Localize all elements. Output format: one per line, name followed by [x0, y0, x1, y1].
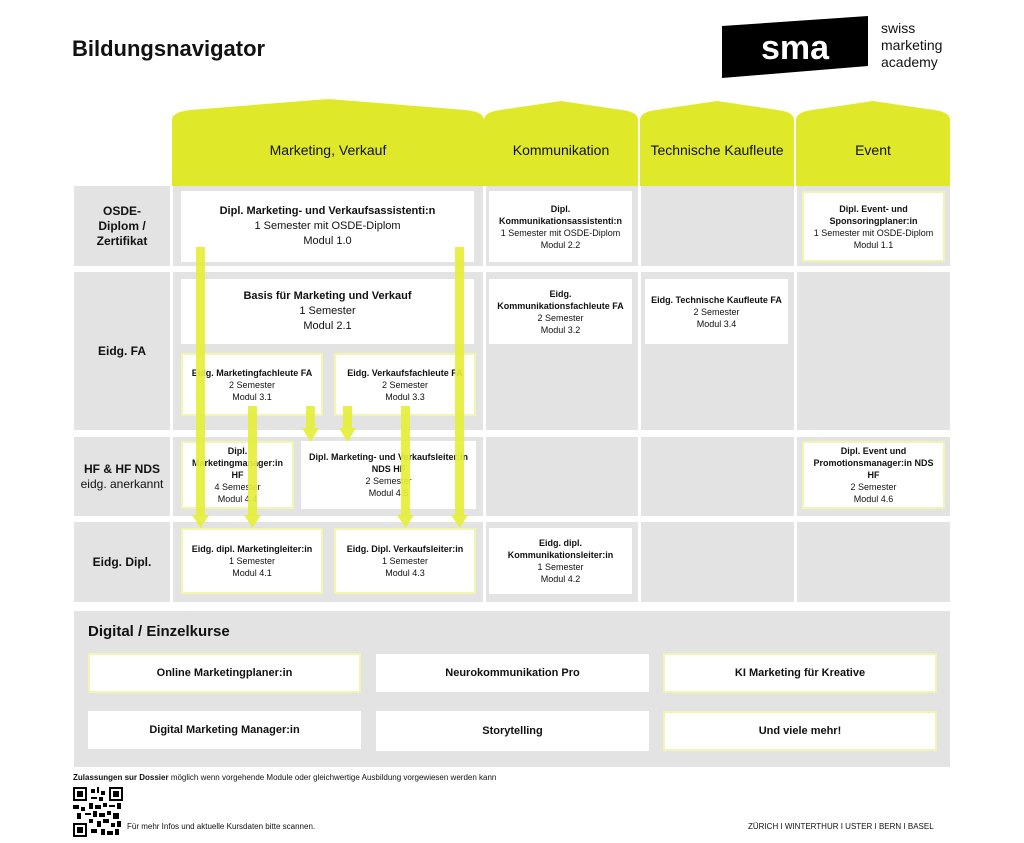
digital-course-card[interactable]: Und viele mehr! [663, 711, 937, 751]
course-card-modul-1-1[interactable]: Dipl. Event- und Sponsoringplaner:in 1 S… [802, 191, 945, 262]
course-card-modul-3-1[interactable]: Eidg. Marketingfachleute FA 2 Semester M… [181, 353, 323, 416]
col-head-shape [796, 101, 950, 186]
row-label-fa: Eidg. FA [98, 343, 146, 358]
admission-note: Zulassungen sur Dossier möglich wenn vor… [73, 773, 497, 782]
col-divider [483, 186, 486, 602]
logo-line: marketing [881, 37, 943, 53]
column-header-event: Event [855, 142, 891, 158]
col-divider [170, 186, 173, 602]
column-header-kommunikation: Kommunikation [512, 142, 610, 158]
col-head-shape [640, 101, 794, 186]
col-head-shape [484, 101, 638, 186]
row-label-osde: OSDE-Diplom / Zertifikat [96, 203, 148, 248]
cities-list: ZÜRICH I WINTERTHUR I USTER I BERN I BAS… [748, 822, 934, 831]
row-label-dipl: Eidg. Dipl. [92, 554, 152, 569]
sma-logo: sma [722, 16, 868, 78]
qr-code-icon[interactable] [73, 787, 123, 837]
course-card-modul-4-5[interactable]: Dipl. Marketing- und Verkaufsleiter:in N… [301, 441, 476, 509]
digital-course-card[interactable]: Online Marketingplaner:in [88, 653, 361, 693]
col-divider [638, 186, 641, 602]
row-label-hf: HF & HF NDS eidg. anerkannt [80, 461, 164, 491]
column-header-technische: Technische Kaufleute [650, 142, 784, 158]
digital-course-card[interactable]: KI Marketing für Kreative [663, 653, 937, 693]
course-card-modul-4-2[interactable]: Eidg. dipl. Kommunikationsleiter:in 1 Se… [489, 528, 632, 594]
column-headers [172, 99, 950, 186]
course-card-modul-4-3[interactable]: Eidg. Dipl. Verkaufsleiter:in 1 Semester… [334, 528, 476, 594]
course-card-modul-4-4[interactable]: Dipl. Marketingmanager:in HF 4 Semester … [181, 441, 294, 509]
logo-mark: sma [761, 29, 830, 67]
digital-title: Digital / Einzelkurse [88, 623, 230, 640]
course-card-modul-3-2[interactable]: Eidg. Kommunikationsfachleute FA 2 Semes… [489, 279, 632, 344]
col-head-shape [172, 99, 484, 186]
course-card-modul-2-1[interactable]: Basis für Marketing und Verkauf 1 Semest… [181, 279, 474, 344]
column-header-marketing: Marketing, Verkauf [269, 142, 387, 158]
scan-note: Für mehr Infos und aktuelle Kursdaten bi… [127, 822, 316, 831]
logo-line: swiss [881, 20, 916, 36]
page-title: Bildungsnavigator [72, 36, 266, 61]
col-divider [794, 186, 797, 602]
course-card-modul-3-4[interactable]: Eidg. Technische Kaufleute FA 2 Semester… [645, 279, 788, 344]
course-card-modul-4-1[interactable]: Eidg. dipl. Marketingleiter:in 1 Semeste… [181, 528, 323, 594]
logo-tagline: swiss marketing academy [881, 20, 942, 71]
course-card-modul-2-2[interactable]: Dipl. Kommunikationsassistenti:n 1 Semes… [489, 191, 632, 262]
digital-course-card[interactable]: Digital Marketing Manager:in [88, 711, 361, 749]
digital-course-card[interactable]: Storytelling [376, 711, 649, 751]
logo-line: academy [881, 54, 938, 70]
course-card-modul-4-6[interactable]: Dipl. Event und Promotionsmanager:in NDS… [802, 441, 945, 509]
course-card-modul-3-3[interactable]: Eidg. Verkaufsfachleute FA 2 Semester Mo… [334, 353, 476, 416]
course-card-modul-1-0[interactable]: Dipl. Marketing- und Verkaufsassistenti:… [181, 191, 474, 262]
digital-course-card[interactable]: Neurokommunikation Pro [376, 654, 649, 692]
